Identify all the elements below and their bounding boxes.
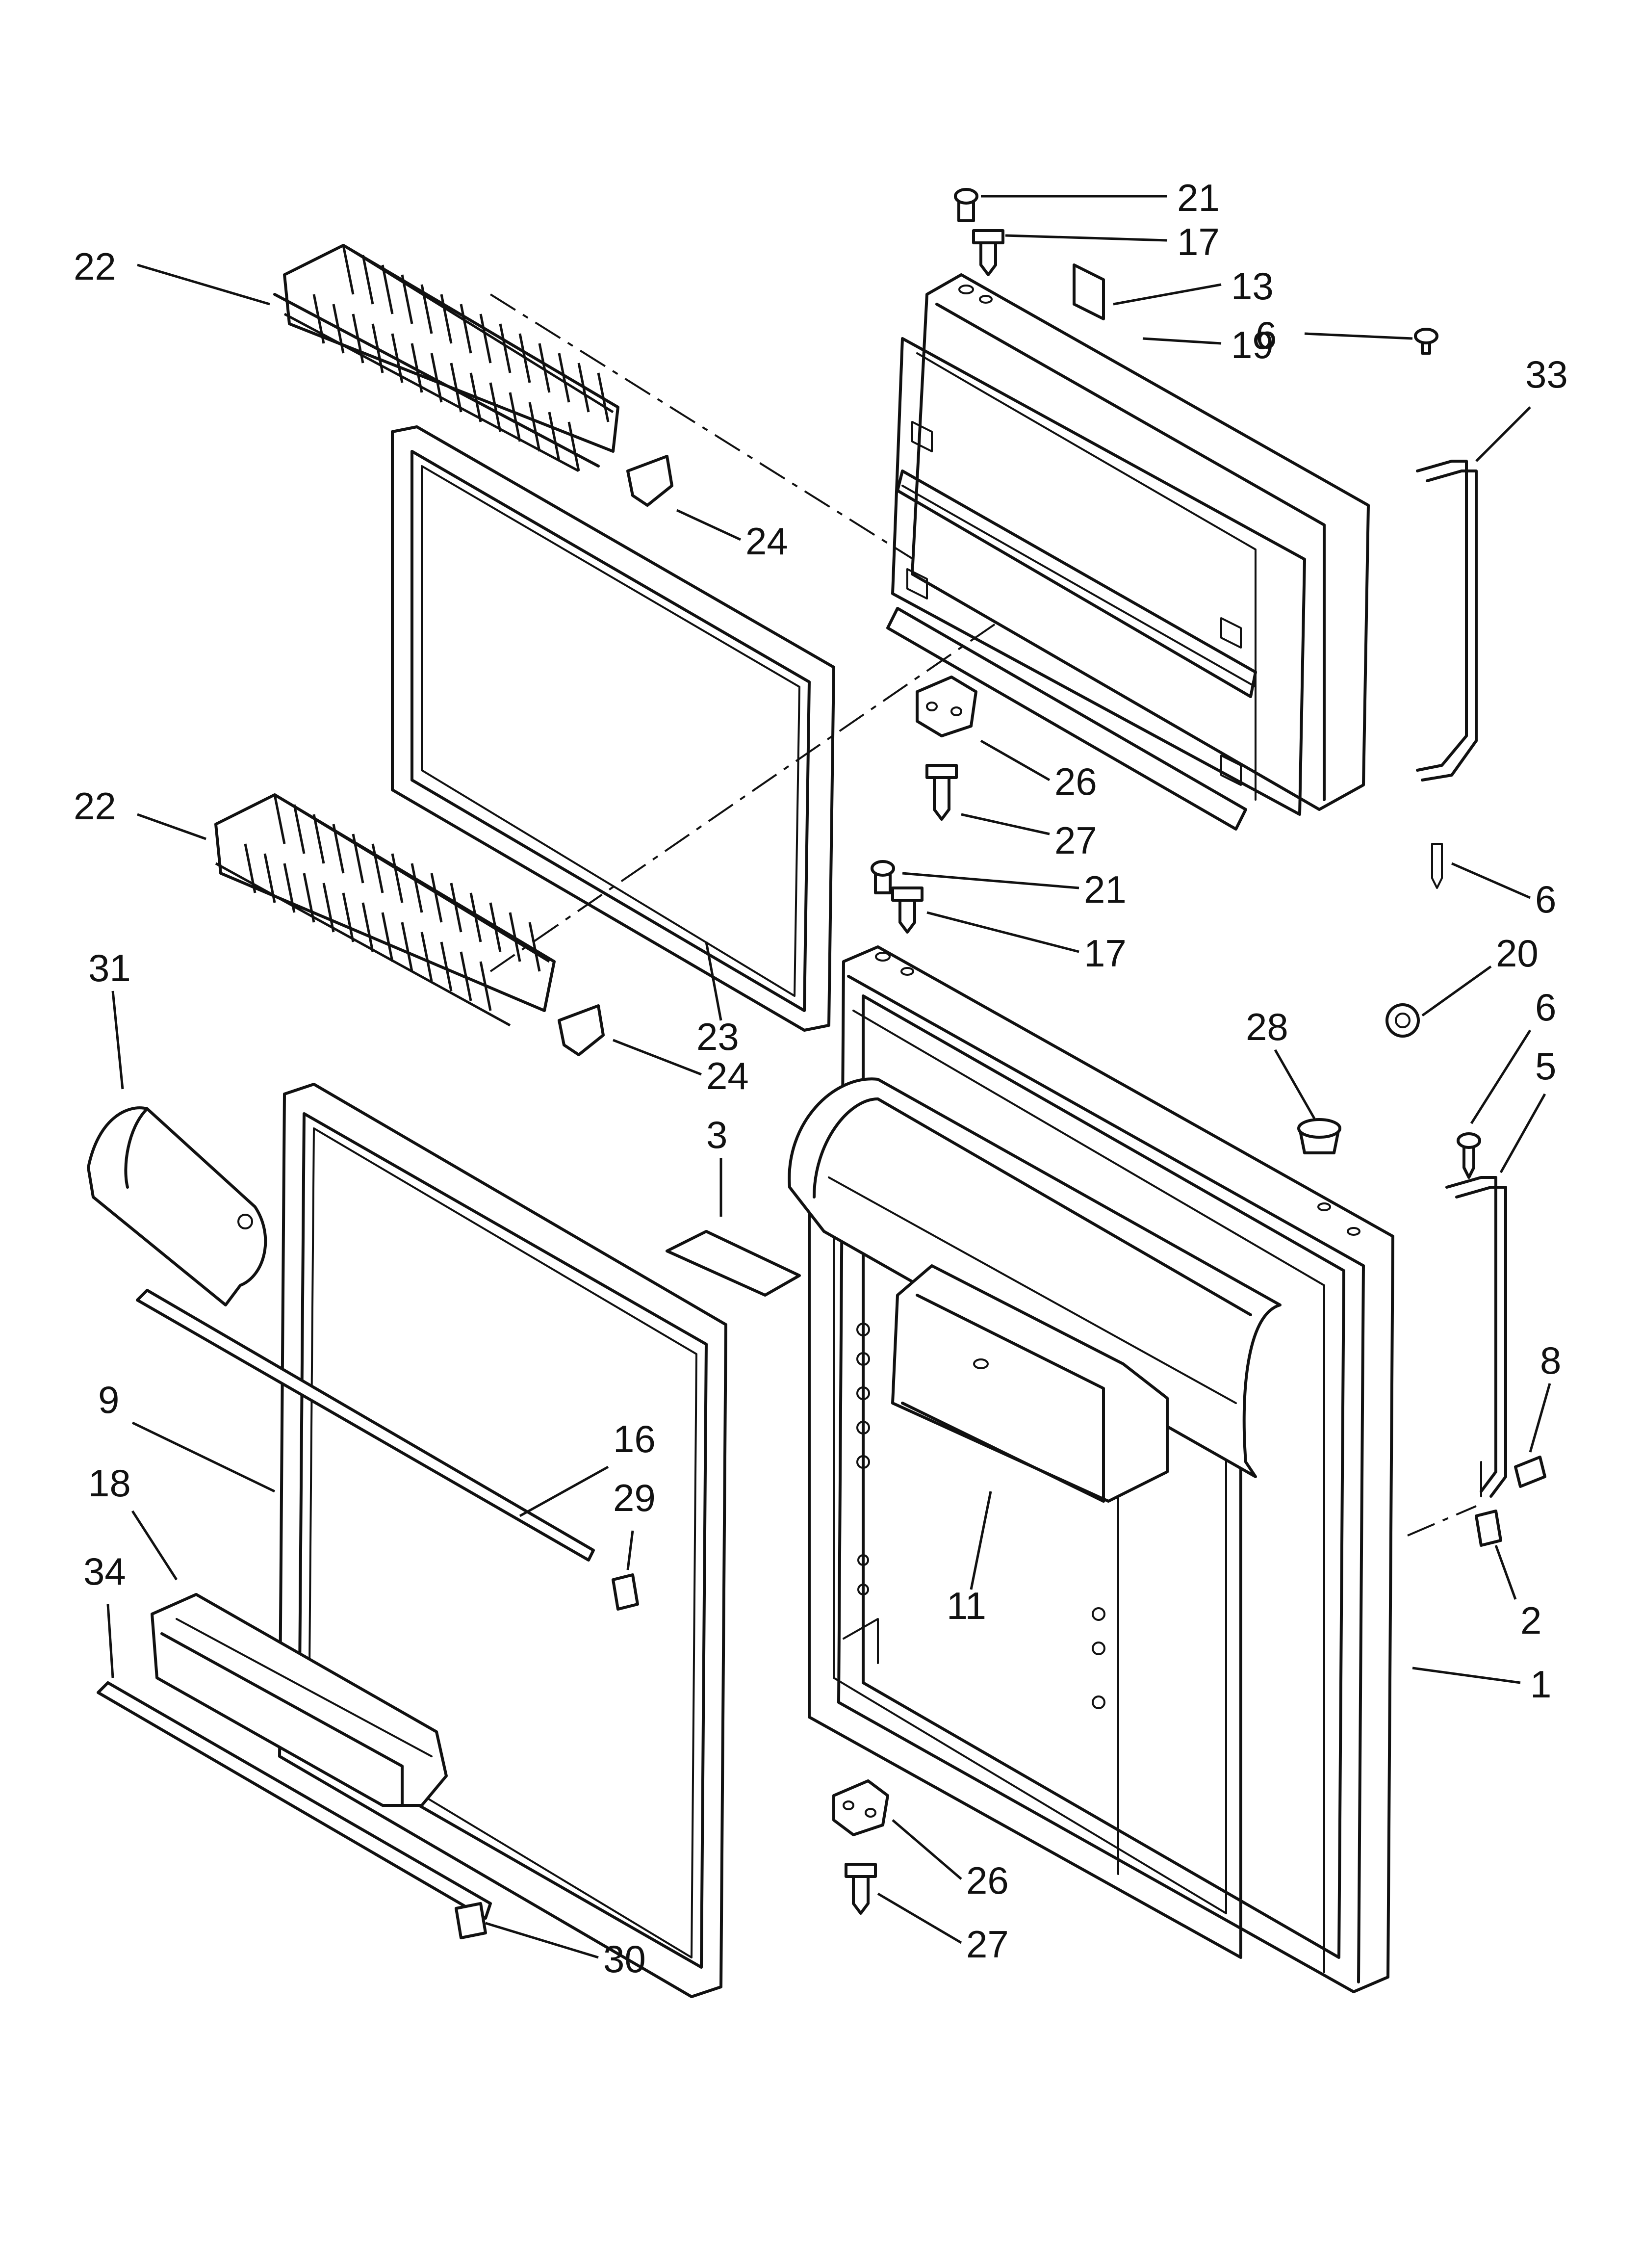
callout-22-top: 22 xyxy=(74,245,116,288)
callout-16: 16 xyxy=(613,1417,656,1460)
callout-26-low: 26 xyxy=(966,1859,1009,1902)
upper-hinge-bracket xyxy=(1414,328,1478,889)
fresh-food-top-screws xyxy=(871,860,924,934)
callout-21-top: 21 xyxy=(1177,176,1220,219)
label-plate xyxy=(1073,263,1105,320)
callout-26-top: 26 xyxy=(1054,760,1097,803)
callout-19: 19 xyxy=(1231,323,1274,366)
callout-24-top: 24 xyxy=(745,520,788,563)
callout-20: 20 xyxy=(1496,932,1539,975)
callout-6-top: 6 xyxy=(1256,313,1277,357)
callout-6-mid: 6 xyxy=(1535,878,1556,921)
rail-clip xyxy=(612,1573,639,1611)
upper-door-shelf xyxy=(273,244,619,472)
leader-arrows xyxy=(106,195,1551,1959)
callout-22-mid: 22 xyxy=(74,784,116,828)
callout-3: 3 xyxy=(706,1113,727,1156)
callout-5: 5 xyxy=(1535,1044,1556,1088)
upper-hinge-plate xyxy=(916,676,977,821)
callout-labels: 21 17 13 6 33 19 22 24 26 27 6 22 21 17 … xyxy=(74,176,1568,1981)
door-bin xyxy=(151,1593,448,1807)
callout-9: 9 xyxy=(98,1378,119,1421)
fresh-food-door-gasket xyxy=(278,1083,727,1998)
dairy-cover xyxy=(87,1106,267,1306)
freezer-top-screws xyxy=(954,188,1004,276)
callout-31: 31 xyxy=(88,946,131,990)
callout-17-top: 17 xyxy=(1177,220,1220,263)
freezer-door-gasket xyxy=(391,425,835,1032)
callout-24-mid: 24 xyxy=(706,1054,749,1097)
lower-hinge-bracket xyxy=(1445,1132,1546,1547)
callout-1: 1 xyxy=(1530,1663,1551,1706)
callout-33: 33 xyxy=(1525,353,1568,396)
callout-17-mid: 17 xyxy=(1084,932,1127,975)
callout-27-low: 27 xyxy=(966,1923,1009,1966)
plug-button xyxy=(1385,1003,1420,1038)
freezer-door xyxy=(886,273,1370,831)
callout-13: 13 xyxy=(1231,264,1274,308)
shelf-rail xyxy=(136,1289,595,1562)
callout-23: 23 xyxy=(696,1015,739,1058)
hole-plug xyxy=(1297,1118,1341,1154)
door-dairy-compartment xyxy=(788,1077,1282,1478)
callout-11: 11 xyxy=(947,1584,986,1627)
shelf-clip-lower xyxy=(558,1004,605,1056)
callout-29: 29 xyxy=(613,1476,656,1519)
lower-door-shelf xyxy=(214,793,556,1027)
door-pocket xyxy=(891,1264,1169,1503)
callout-6-lower: 6 xyxy=(1535,986,1556,1029)
callout-18: 18 xyxy=(88,1461,131,1505)
callout-27-top: 27 xyxy=(1054,819,1097,862)
lower-hinge-plate xyxy=(832,1779,889,1915)
callout-8: 8 xyxy=(1540,1339,1561,1382)
trim-clip xyxy=(455,1902,487,1939)
bin-trim xyxy=(97,1681,492,1920)
callout-21-mid: 21 xyxy=(1084,868,1127,911)
label-holder xyxy=(666,1230,801,1297)
callout-28: 28 xyxy=(1246,1005,1288,1048)
callout-34: 34 xyxy=(83,1550,126,1593)
callout-2: 2 xyxy=(1520,1599,1541,1642)
shelf-clip-upper xyxy=(626,455,673,507)
callout-30: 30 xyxy=(603,1937,646,1981)
